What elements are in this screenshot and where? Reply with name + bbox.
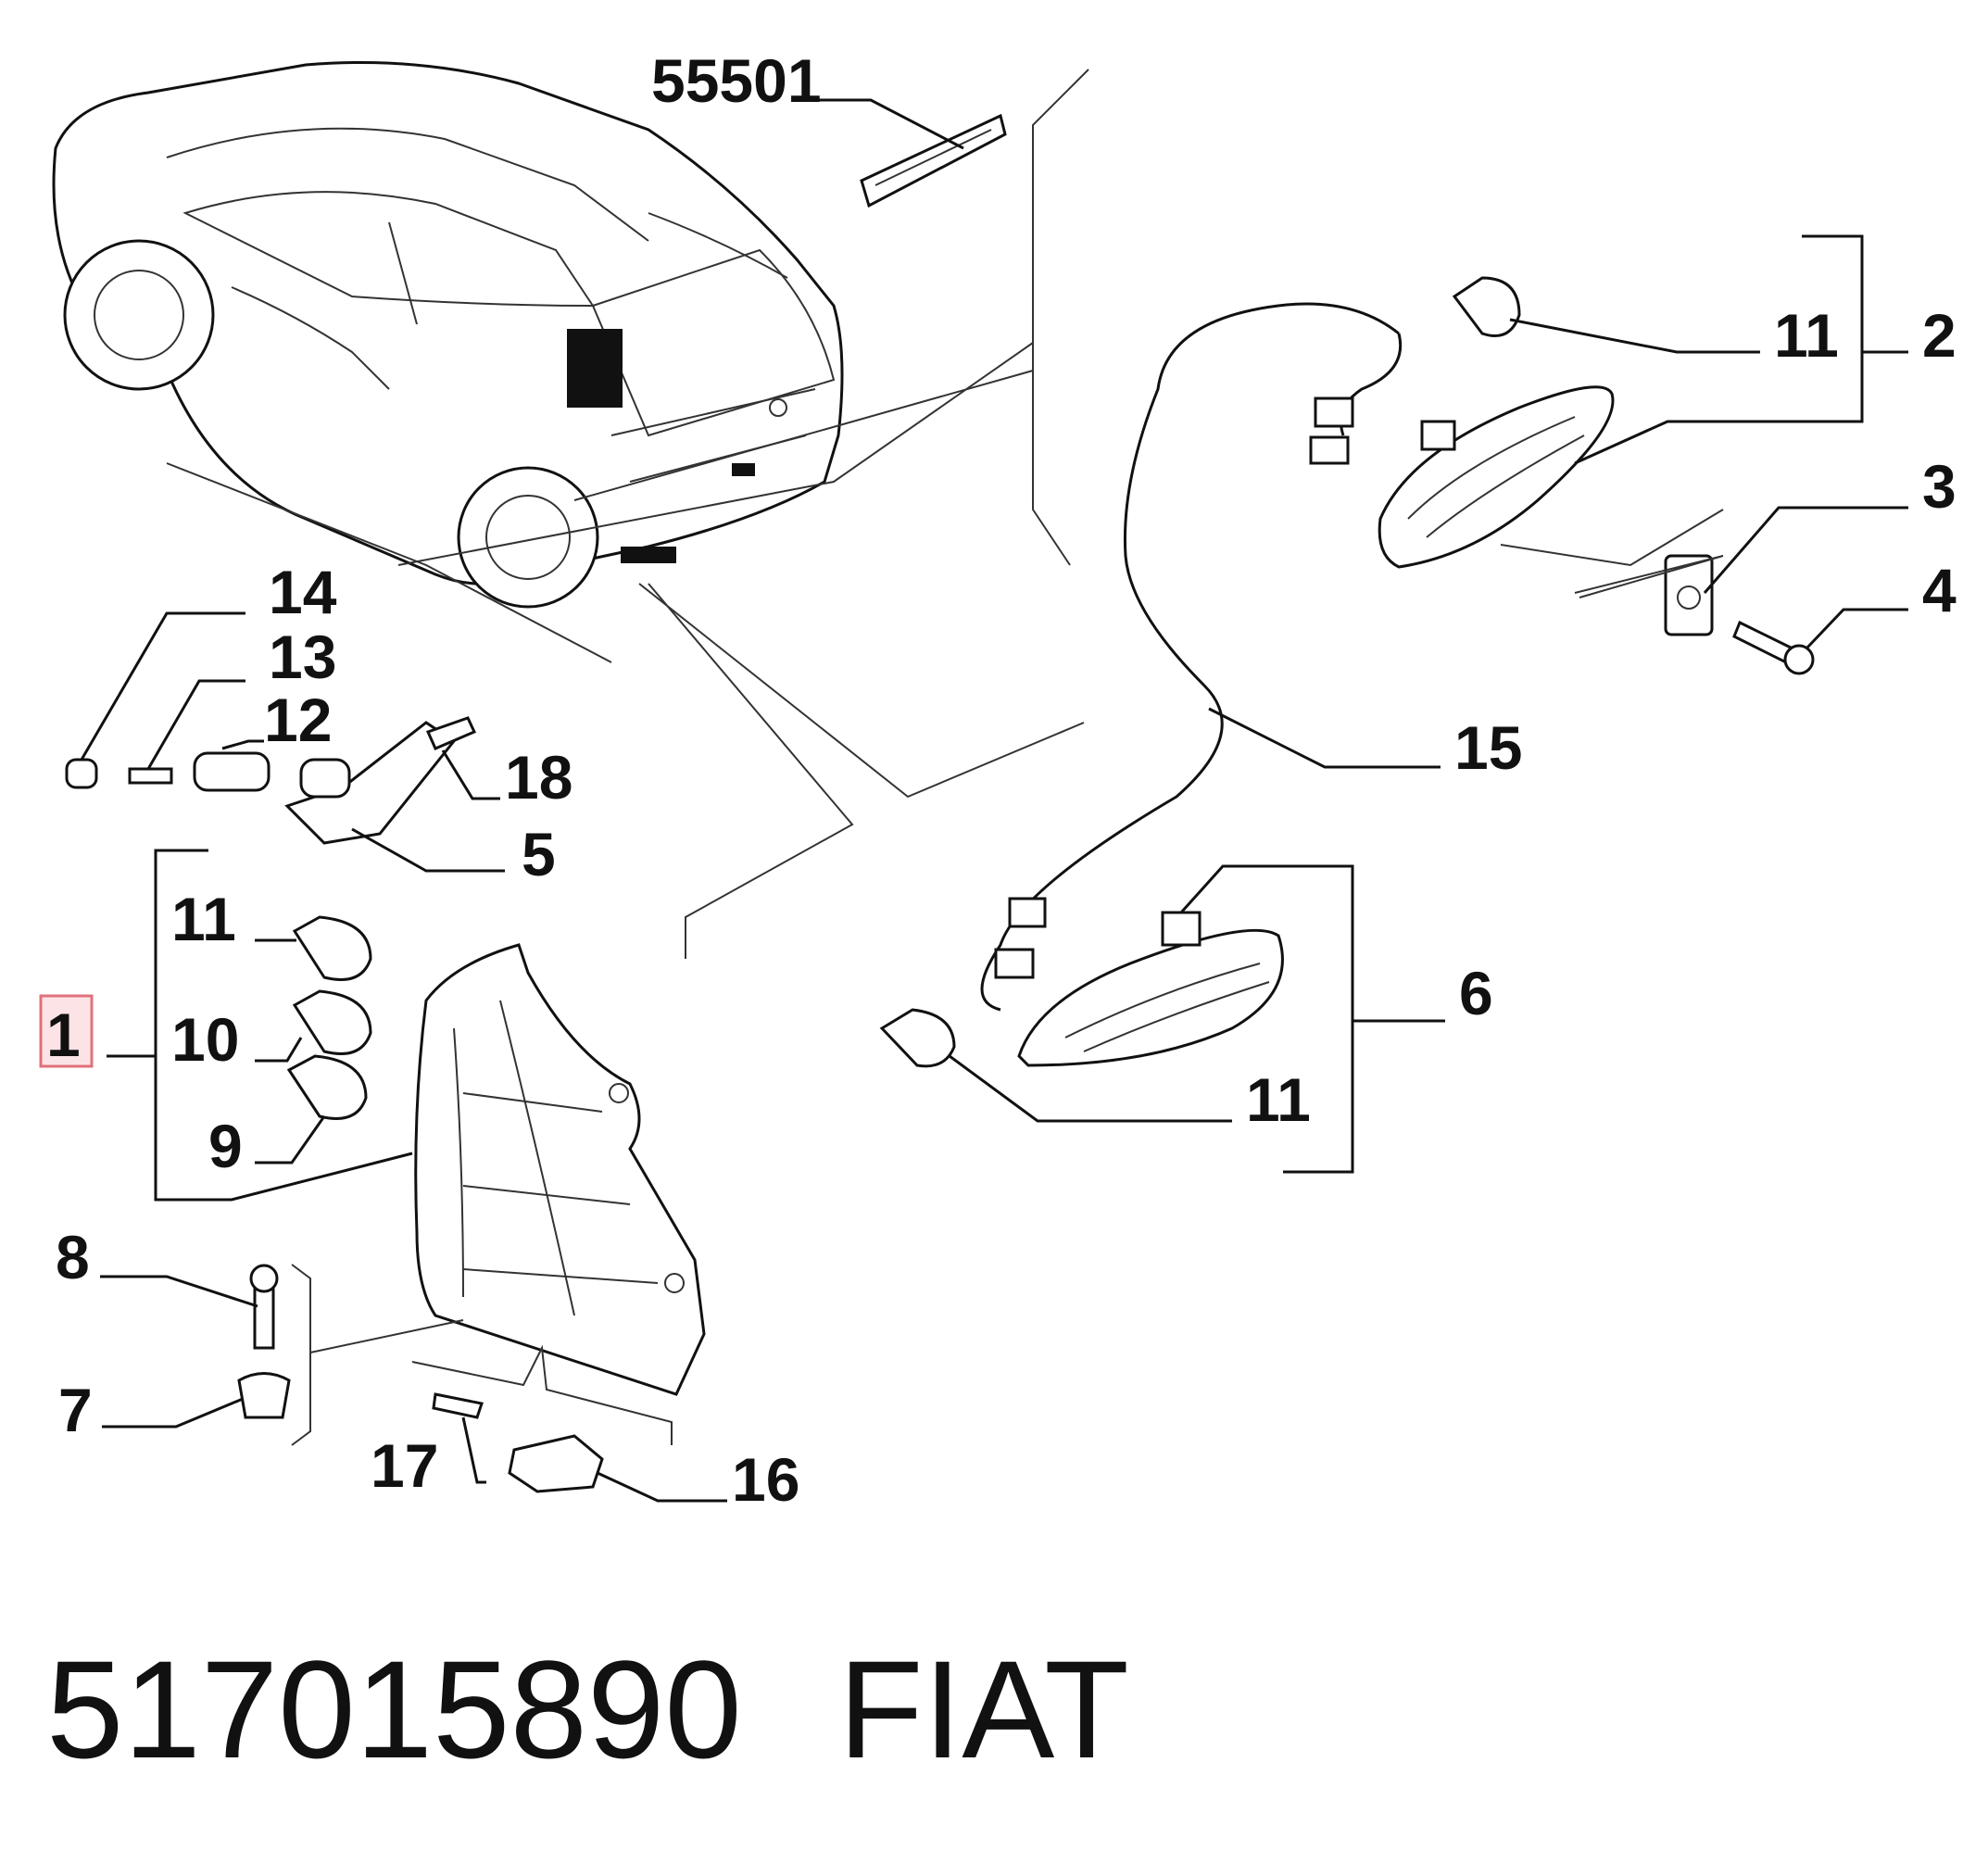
part-12-socket bbox=[193, 751, 271, 792]
part-6-rear-lamp-left bbox=[1017, 911, 1284, 1067]
part-16-connector bbox=[508, 1434, 604, 1493]
car-tail-light-right bbox=[732, 463, 755, 476]
label-11-upper: 11 bbox=[1774, 301, 1839, 370]
label-14: 14 bbox=[269, 558, 337, 626]
part-18-bulb-small bbox=[425, 716, 477, 750]
label-8: 8 bbox=[56, 1223, 90, 1291]
part-8-screw bbox=[249, 1264, 279, 1350]
label-12: 12 bbox=[264, 686, 332, 754]
label-15: 15 bbox=[1454, 713, 1522, 782]
part-1-tail-lamp bbox=[414, 943, 706, 1396]
label-1[interactable]: 1 bbox=[46, 1001, 81, 1069]
label-1-highlight[interactable] bbox=[39, 994, 94, 1068]
bulb-11-left bbox=[292, 915, 372, 981]
part-4-screw bbox=[1732, 620, 1815, 675]
bulb-11-upper-right bbox=[1452, 276, 1521, 337]
bulb-10-left bbox=[292, 989, 372, 1055]
part-55501-brake-light bbox=[860, 113, 1007, 208]
label-2: 2 bbox=[1922, 301, 1957, 370]
label-9: 9 bbox=[208, 1112, 243, 1180]
label-11-left: 11 bbox=[171, 885, 236, 953]
label-10: 10 bbox=[171, 1005, 239, 1074]
label-13: 13 bbox=[269, 623, 336, 691]
label-17: 17 bbox=[371, 1431, 438, 1500]
part-7-grommet bbox=[237, 1372, 291, 1419]
part-number: 517015890 bbox=[46, 1631, 742, 1787]
label-11-lower-right: 11 bbox=[1246, 1065, 1311, 1134]
label-7: 7 bbox=[58, 1376, 93, 1444]
label-3: 3 bbox=[1922, 452, 1957, 521]
part-14-grommet bbox=[65, 758, 98, 789]
label-5: 5 bbox=[522, 820, 556, 888]
car-illustration bbox=[52, 61, 844, 609]
label-6: 6 bbox=[1459, 959, 1493, 1027]
label-55501: 55501 bbox=[651, 46, 822, 115]
car-front-wheel bbox=[63, 239, 215, 391]
bulb-11-lower-right bbox=[879, 1008, 956, 1068]
car-rear-wheel bbox=[457, 466, 599, 609]
label-16: 16 bbox=[732, 1445, 799, 1514]
brand-name: FIAT bbox=[838, 1631, 1129, 1787]
label-4: 4 bbox=[1922, 556, 1957, 624]
part-2-rear-lamp-right bbox=[1378, 385, 1615, 569]
car-license-light bbox=[621, 547, 676, 563]
car-tail-light-left bbox=[567, 329, 623, 408]
bulb-9-left bbox=[286, 1054, 368, 1120]
label-18: 18 bbox=[505, 743, 572, 812]
part-15-wiring-harness bbox=[980, 302, 1403, 1012]
part-17-terminal bbox=[432, 1392, 484, 1419]
part-3-clip bbox=[1664, 554, 1714, 636]
part-13-terminal bbox=[128, 767, 173, 785]
